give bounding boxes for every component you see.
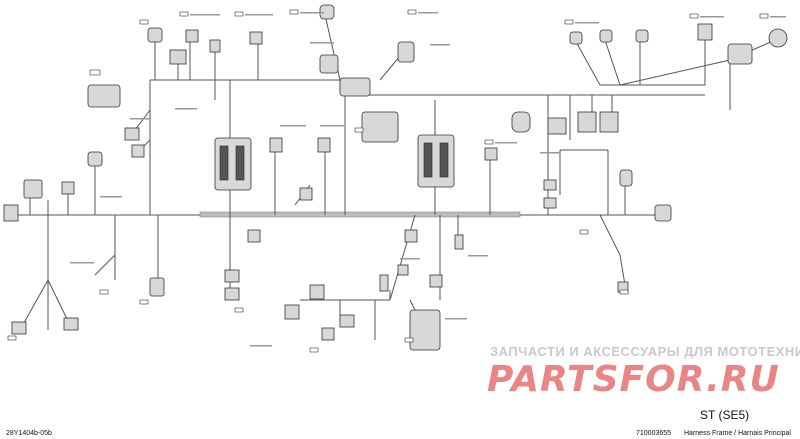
connectors [3, 4, 788, 351]
left-branches [13, 80, 159, 331]
diagram-title: Harness Frame / Harnais Principal [684, 430, 791, 437]
right-branches [547, 35, 776, 215]
watermark-logo: PARTSFOR.RU [487, 359, 780, 400]
part-tags [7, 9, 769, 353]
ecu-module-right [417, 134, 455, 188]
drawing-id: 28Y1404b-05b [6, 430, 52, 437]
part-descriptions [70, 12, 786, 347]
model-label: ST (SE5) [700, 408, 750, 422]
watermark-caption: ЗАПЧАСТИ И АКСЕССУАРЫ ДЛЯ МОТОТЕХНИКИ [490, 344, 800, 359]
part-number: 710003655 [636, 430, 672, 437]
main-trunk [8, 211, 658, 218]
ecu-module-left [214, 137, 252, 191]
